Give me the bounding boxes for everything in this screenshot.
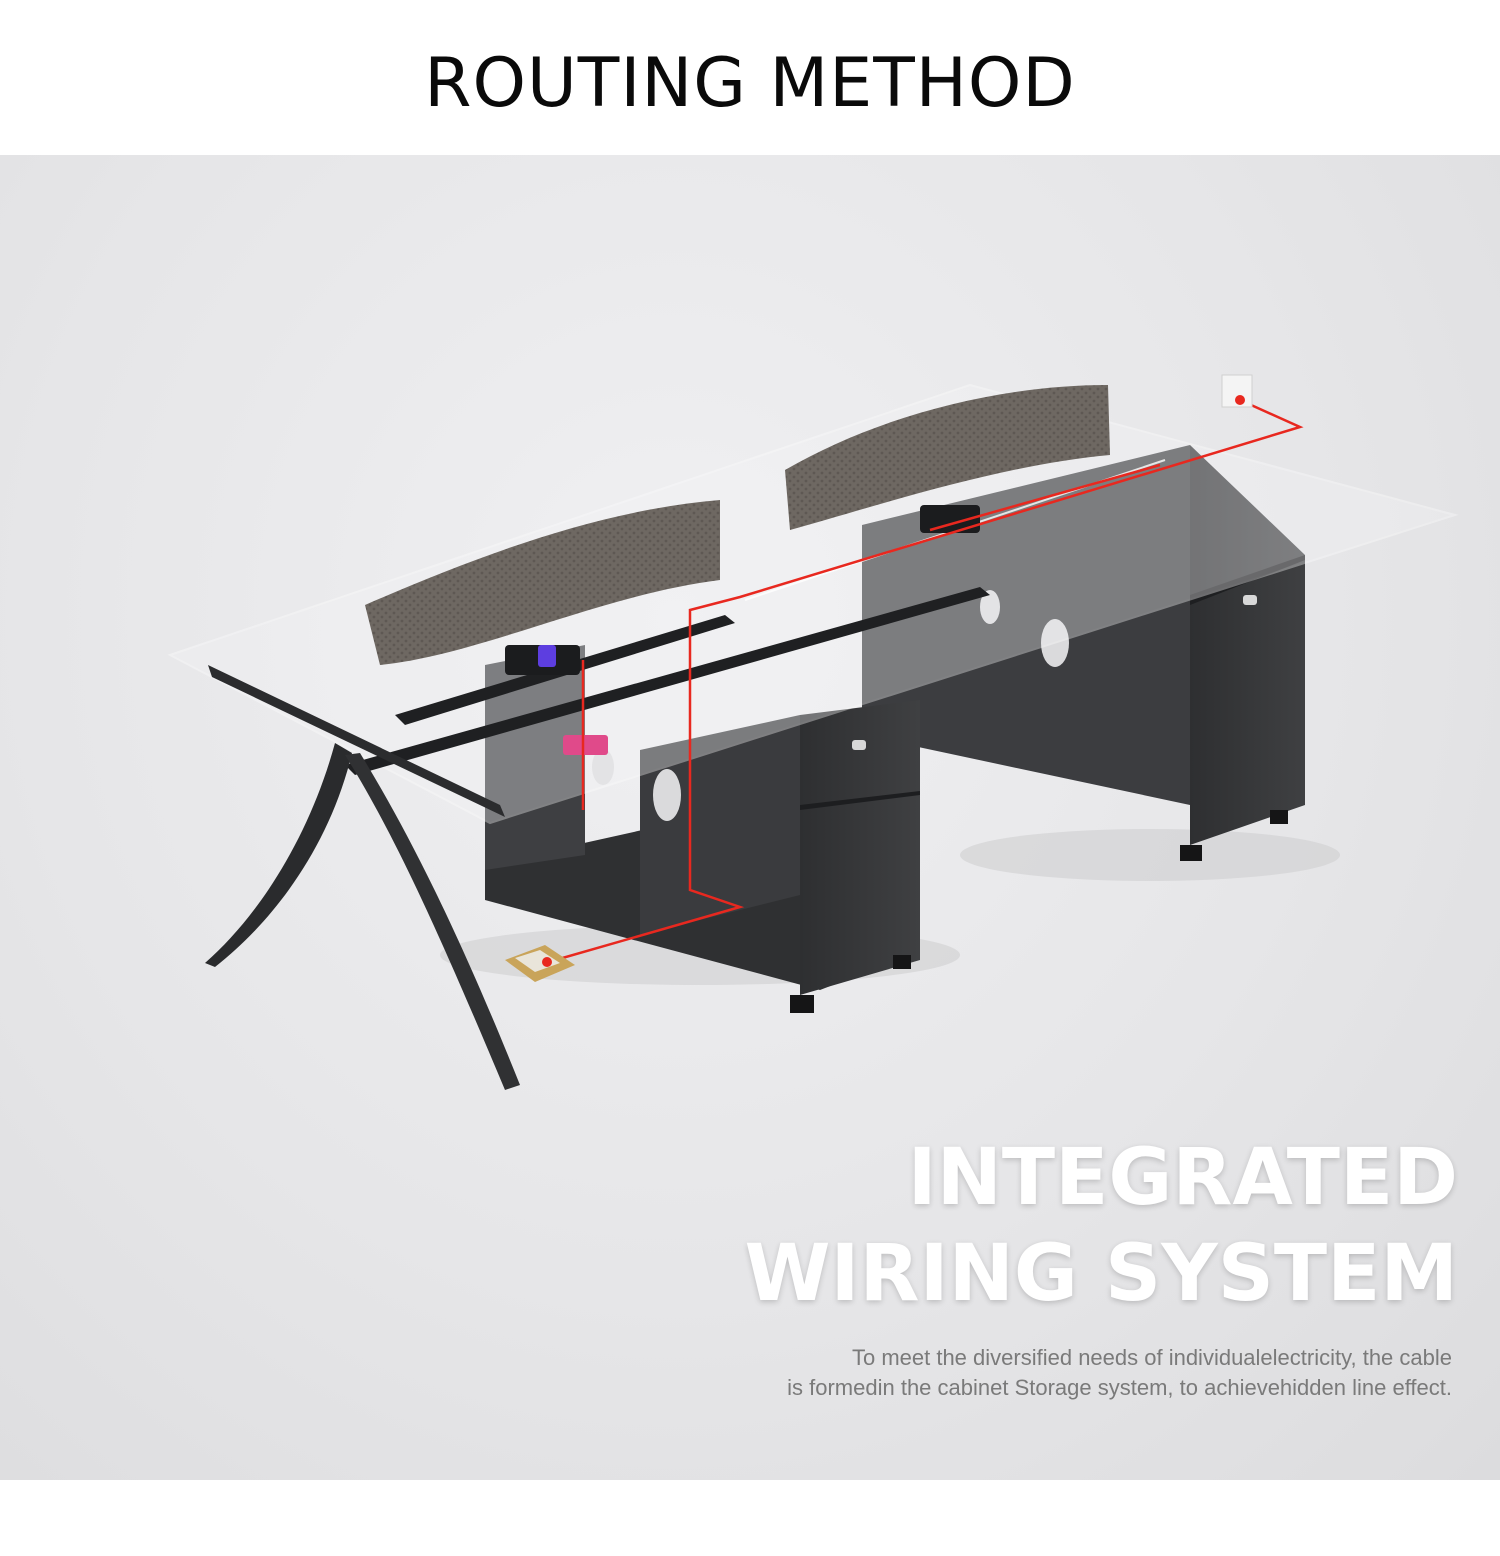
outlet-icon [1235, 395, 1245, 405]
desk-frame [205, 587, 990, 1090]
lock-icon [852, 740, 866, 750]
feature-description: To meet the diversified needs of individ… [552, 1343, 1452, 1403]
power-strip-icon [920, 505, 980, 533]
page-title: ROUTING METHOD [424, 43, 1076, 123]
privacy-panels [365, 385, 1110, 665]
headline-line-1: INTEGRATED [907, 1133, 1458, 1223]
footer-band [0, 1480, 1500, 1556]
grommet-icon [1041, 619, 1069, 667]
lock-icon [1243, 595, 1257, 605]
description-line-2: is formedin the cabinet Storage system, … [787, 1375, 1452, 1400]
product-scene: INTEGRATED WIRING SYSTEM To meet the div… [0, 155, 1500, 1480]
wall-outlet [1221, 374, 1253, 408]
desk-illustration [167, 374, 1459, 1090]
socket-icon [542, 957, 552, 967]
grommet-icon [980, 590, 1000, 624]
floor-socket [505, 945, 575, 982]
grommet-icon [653, 769, 681, 821]
headline-line-2: WIRING SYSTEM [744, 1229, 1458, 1319]
cable-route [544, 398, 1304, 965]
header: ROUTING METHOD [0, 0, 1500, 155]
description-line-1: To meet the diversified needs of individ… [851, 1345, 1452, 1370]
charger-icon [538, 645, 556, 667]
feature-headline: INTEGRATED WIRING SYSTEM [744, 1130, 1458, 1322]
grommet-icon [592, 749, 614, 785]
power-strips [505, 505, 980, 755]
phone-icon [563, 735, 608, 755]
